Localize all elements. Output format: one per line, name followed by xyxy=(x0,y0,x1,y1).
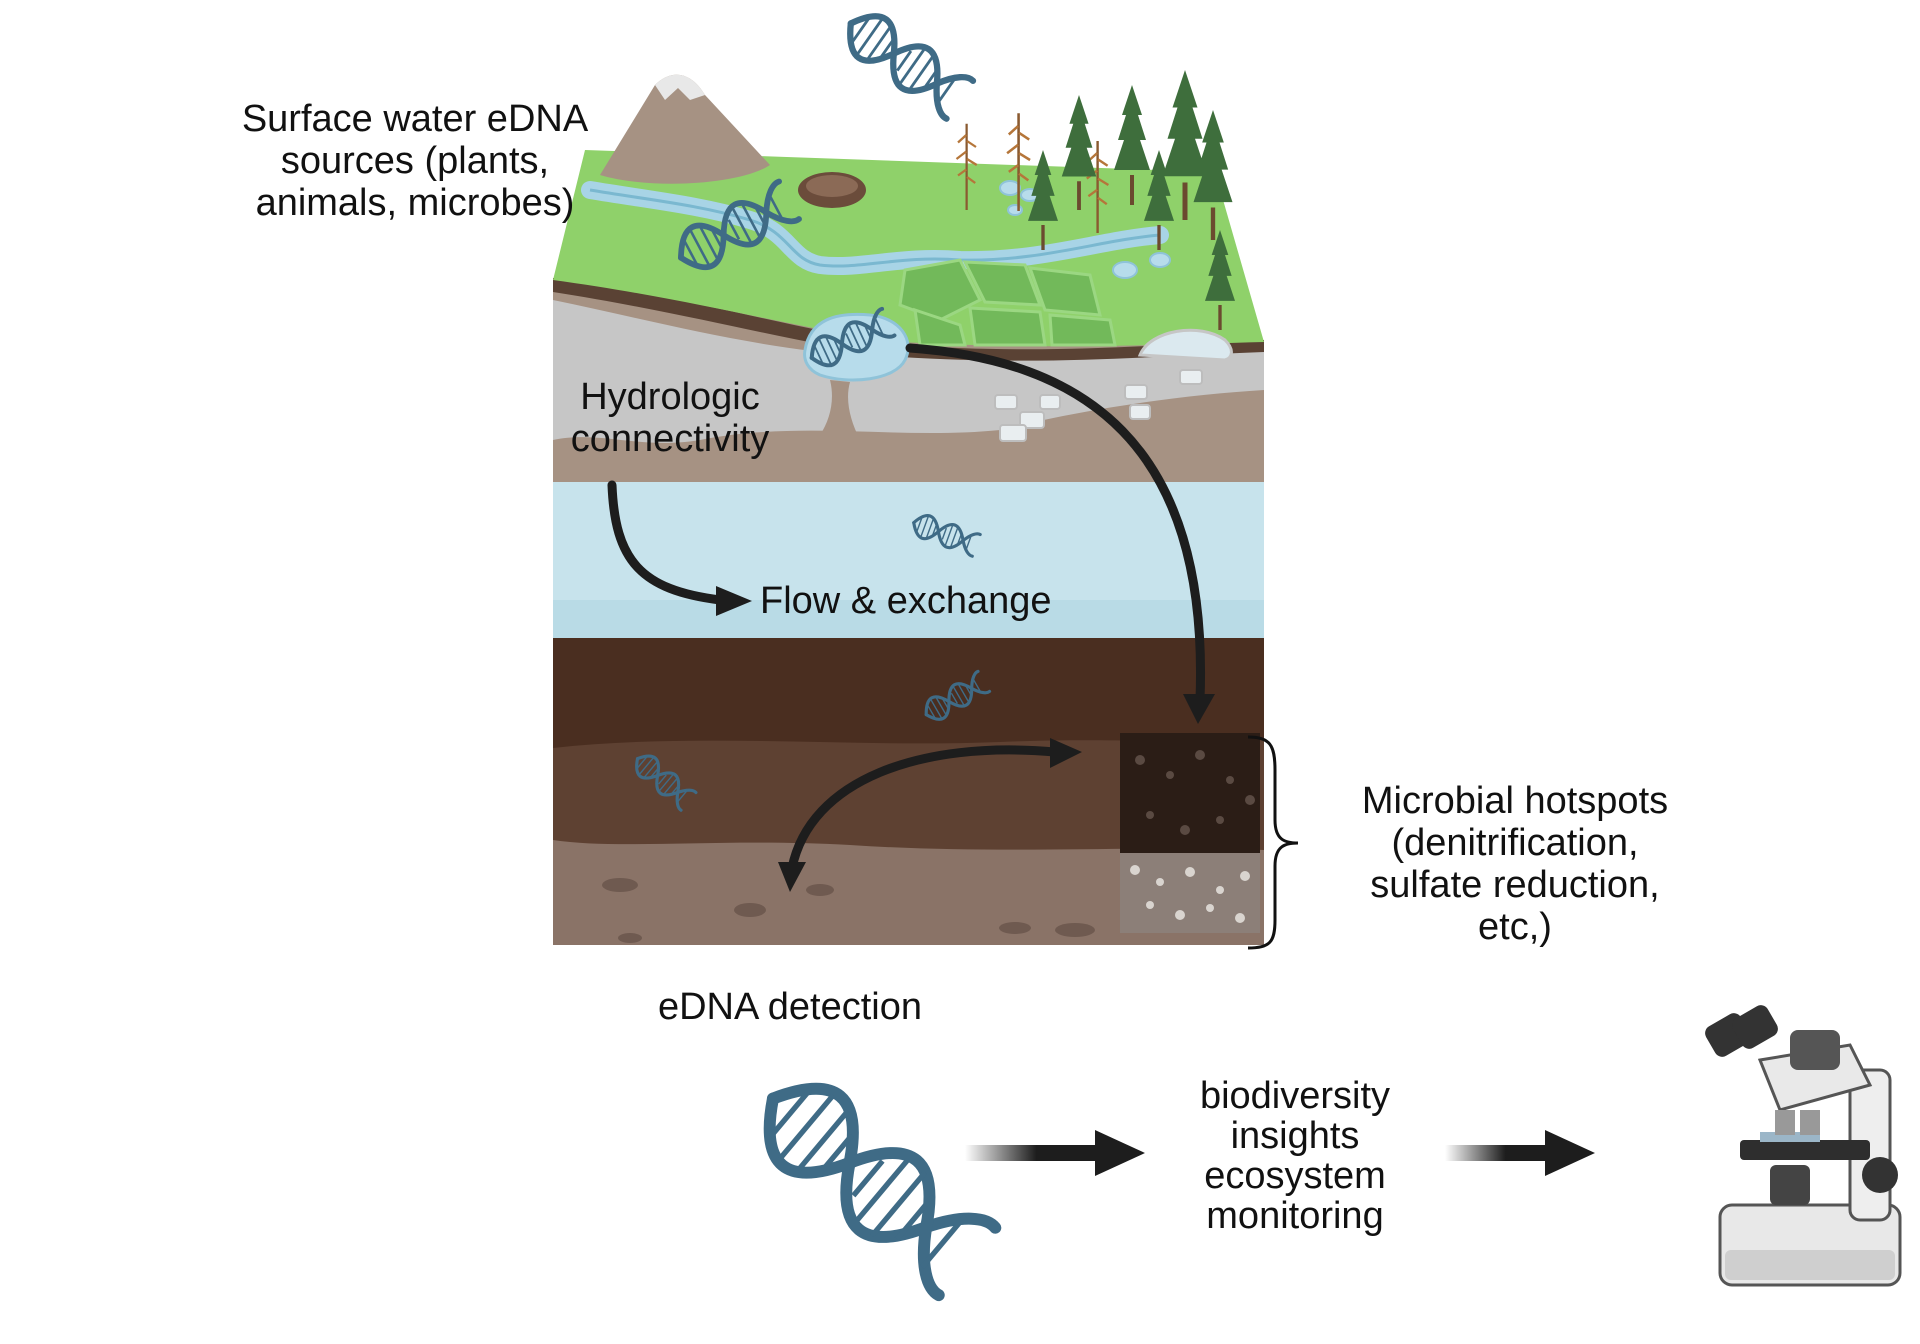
microbial-hotspots-label: Microbial hotspots (denitrification, sul… xyxy=(1361,780,1669,948)
soil-mid-layer xyxy=(553,738,1264,850)
hotspot-bracket xyxy=(1247,735,1299,950)
sediment-core xyxy=(1120,733,1260,933)
hydrologic-arrow xyxy=(607,480,725,605)
soil-grey-band xyxy=(553,300,1264,443)
exchange-arrow xyxy=(787,745,1060,873)
dna-helix-icon xyxy=(837,4,973,119)
surface-to-core-arrow xyxy=(905,343,1206,705)
mountain-icon xyxy=(600,74,770,184)
flow-exchange-label: Flow & exchange xyxy=(760,580,1052,622)
polygonal-wetland xyxy=(898,258,1117,347)
hydrologic-connectivity-label: Hydrologic connectivity xyxy=(570,376,770,460)
landscape-block xyxy=(553,70,1264,945)
pipeline-arrow-1 xyxy=(965,1130,1145,1176)
microscope-icon xyxy=(1705,1005,1902,1287)
biodiversity-insights-label: biodiversity insights ecosystem monitori… xyxy=(1199,1075,1391,1237)
soil-dark-layer xyxy=(553,636,1264,748)
surface-water-sources-label: Surface water eDNA sources (plants, anim… xyxy=(241,98,589,224)
dna-helix-icon xyxy=(744,1064,996,1296)
pipeline-arrow-2 xyxy=(1445,1130,1595,1176)
flow-arrows xyxy=(607,343,1206,873)
edna-detection-label: eDNA detection xyxy=(657,986,923,1028)
